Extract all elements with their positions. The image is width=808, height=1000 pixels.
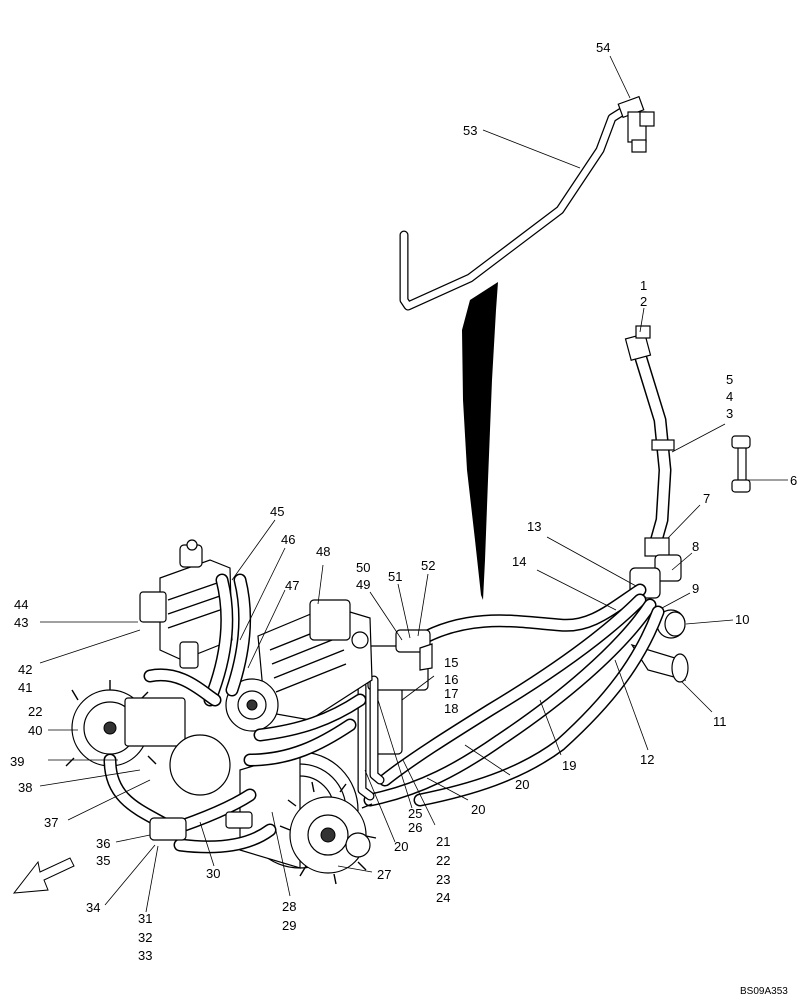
callout-35: 35 (96, 853, 110, 868)
left-hose-bundle (103, 573, 367, 854)
callout-40: 40 (28, 723, 42, 738)
callout-18: 18 (444, 701, 458, 716)
cap-10 (656, 609, 686, 639)
callout-53: 53 (463, 123, 477, 138)
hose-assembly-right (624, 325, 682, 599)
callout-45: 45 (270, 504, 284, 519)
callout-48: 48 (316, 544, 330, 559)
callout-33: 33 (138, 948, 152, 963)
callout-7: 7 (703, 491, 710, 506)
callout-36: 36 (96, 836, 110, 851)
callout-1: 1 (640, 278, 647, 293)
fitting-6 (731, 435, 751, 493)
leader-lines (39, 55, 788, 913)
sprocket-27 (279, 781, 377, 885)
callout-14: 14 (512, 554, 526, 569)
callout-25: 25 (408, 806, 422, 821)
callout-43: 43 (14, 615, 28, 630)
callout-15: 15 (444, 655, 458, 670)
forward-arrow-icon (12, 857, 75, 894)
callout-labels: 54 53 1 2 5 4 3 6 7 8 9 10 11 12 13 14 4… (10, 40, 797, 963)
callout-21: 21 (436, 834, 450, 849)
callout-30: 30 (206, 866, 220, 881)
pump-assembly (225, 599, 373, 732)
callout-22-b: 22 (28, 704, 42, 719)
callout-2: 2 (640, 294, 647, 309)
callout-28: 28 (282, 899, 296, 914)
callout-49: 49 (356, 577, 370, 592)
callout-5: 5 (726, 372, 733, 387)
callout-26: 26 (408, 820, 422, 835)
left-motor-assembly (65, 680, 231, 796)
callout-9: 9 (692, 581, 699, 596)
callout-47: 47 (285, 578, 299, 593)
callout-31: 31 (138, 911, 152, 926)
callout-8: 8 (692, 539, 699, 554)
callout-50: 50 (356, 560, 370, 575)
callout-34: 34 (86, 900, 100, 915)
callout-29: 29 (282, 918, 296, 933)
callout-11: 11 (713, 714, 727, 729)
filter-assembly (357, 629, 433, 801)
separator-wedge (462, 282, 498, 600)
callout-4: 4 (726, 389, 733, 404)
drive-motor-assembly (239, 751, 377, 885)
callout-54: 54 (596, 40, 610, 55)
callout-46: 46 (281, 532, 295, 547)
drawing-code: BS09A353 (740, 986, 788, 997)
callout-39: 39 (10, 754, 24, 769)
callout-16: 16 (444, 672, 458, 687)
callout-44: 44 (14, 597, 28, 612)
callout-37: 37 (44, 815, 58, 830)
callout-10: 10 (735, 612, 749, 627)
callout-20-a: 20 (515, 777, 529, 792)
callout-27: 27 (377, 867, 391, 882)
valve-block-left (139, 539, 233, 669)
callout-38: 38 (18, 780, 32, 795)
callout-23: 23 (436, 872, 450, 887)
callout-3: 3 (726, 406, 733, 421)
callout-20-b: 20 (471, 802, 485, 817)
callout-51: 51 (388, 569, 402, 584)
drain-tube-part (399, 95, 655, 311)
callout-42: 42 (18, 662, 32, 677)
callout-17: 17 (444, 686, 458, 701)
callout-13: 13 (527, 519, 541, 534)
callout-41: 41 (18, 680, 32, 695)
callout-20-c: 20 (394, 839, 408, 854)
callout-6: 6 (790, 473, 797, 488)
main-hose-bundle (363, 583, 665, 807)
callout-52: 52 (421, 558, 435, 573)
callout-24: 24 (436, 890, 450, 905)
callout-12: 12 (640, 752, 654, 767)
callout-22-a: 22 (436, 853, 450, 868)
callout-19: 19 (562, 758, 576, 773)
callout-32: 32 (138, 930, 152, 945)
